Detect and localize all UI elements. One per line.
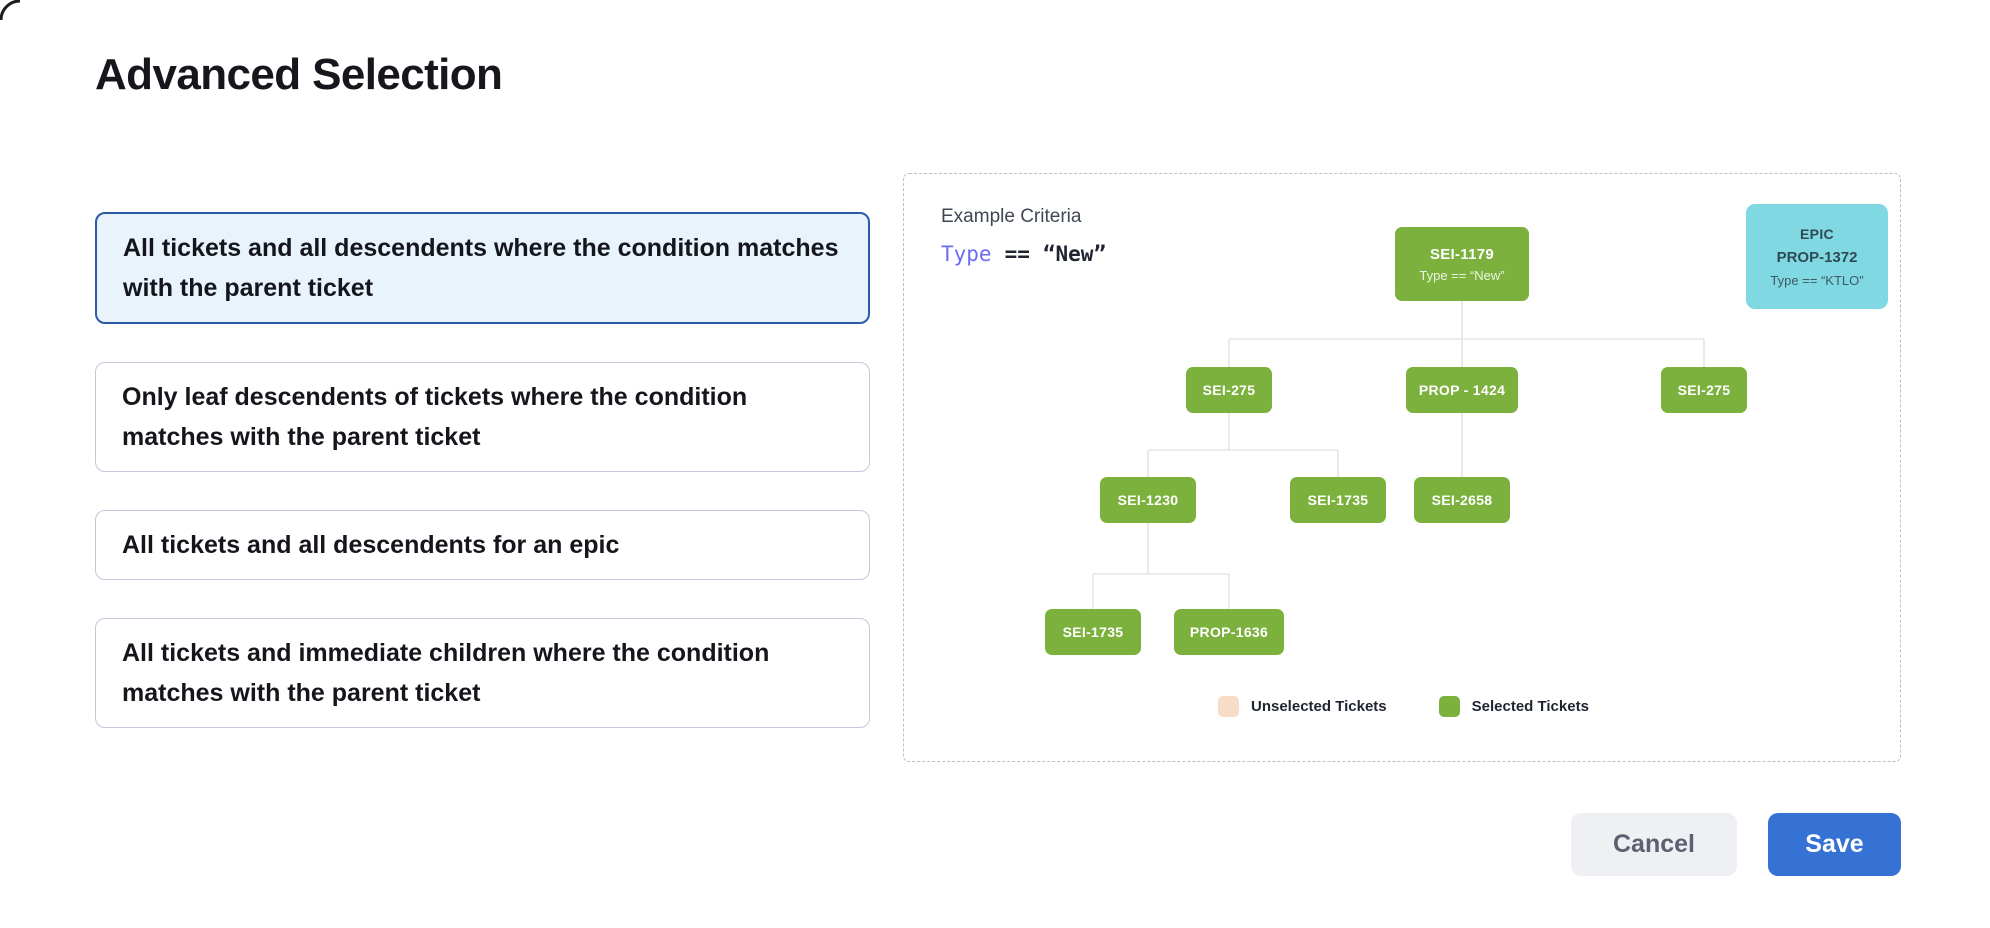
ticket-node-SEI-275: SEI-275 (1661, 367, 1747, 413)
example-criteria-label: Example Criteria (941, 206, 1082, 227)
ticket-node-PROP-1424: PROP - 1424 (1406, 367, 1518, 413)
page-title: Advanced Selection (95, 50, 503, 99)
legend-selected-label: Selected Tickets (1471, 698, 1589, 715)
cancel-button[interactable]: Cancel (1571, 813, 1737, 876)
option-all-descendents-condition[interactable]: All tickets and all descendents where th… (95, 212, 870, 324)
ticket-node-SEI-275: SEI-275 (1186, 367, 1272, 413)
criteria-field: Type (941, 242, 992, 266)
example-criteria-expression: Type == “New” (941, 242, 1106, 266)
save-button[interactable]: Save (1768, 813, 1901, 876)
option-immediate-children-condition[interactable]: All tickets and immediate children where… (95, 618, 870, 728)
legend-unselected: Unselected Tickets (1218, 696, 1387, 717)
selected-swatch-icon (1438, 696, 1460, 717)
ticket-node-PROP-1636: PROP-1636 (1174, 609, 1284, 655)
epic-badge-type: EPIC (1800, 225, 1834, 242)
unselected-swatch-icon (1218, 696, 1239, 717)
ticket-node-SEI-1735: SEI-1735 (1045, 609, 1141, 655)
ticket-node-SEI-1735: SEI-1735 (1290, 477, 1386, 523)
dialog-footer-actions: Cancel Save (1571, 813, 1901, 876)
epic-badge: EPIC PROP-1372 Type == “KTLO” (1746, 204, 1888, 309)
tree-connectors (1092, 301, 1705, 609)
epic-badge-condition: Type == “KTLO” (1770, 272, 1864, 288)
ticket-node-SEI-2658: SEI-2658 (1414, 477, 1510, 523)
epic-badge-id: PROP-1372 (1776, 248, 1858, 266)
ticket-node-SEI-1230: SEI-1230 (1100, 477, 1196, 523)
legend-unselected-label: Unselected Tickets (1251, 698, 1387, 715)
window-corner-arc (0, 0, 21, 21)
criteria-operator: == (1004, 242, 1030, 266)
tree-legend: Unselected Tickets Selected Tickets (1218, 696, 1589, 717)
option-all-descendents-epic[interactable]: All tickets and all descendents for an e… (95, 510, 870, 580)
legend-selected: Selected Tickets (1438, 696, 1589, 717)
criteria-value: “New” (1042, 242, 1107, 266)
option-leaf-descendents-condition[interactable]: Only leaf descendents of tickets where t… (95, 362, 870, 472)
example-preview-panel: Example Criteria Type == “New” EPIC PROP… (903, 173, 1901, 762)
selection-options-list: All tickets and all descendents where th… (95, 212, 870, 728)
